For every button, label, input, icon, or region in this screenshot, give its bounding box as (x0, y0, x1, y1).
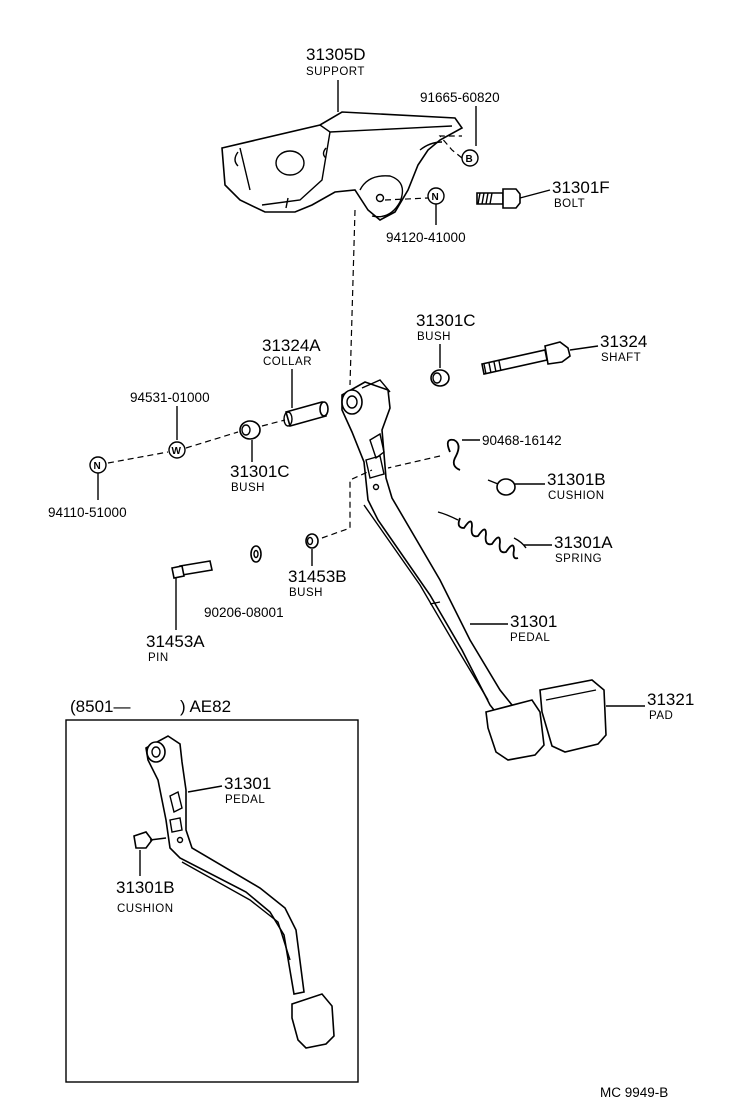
support-bracket (221, 111, 464, 221)
svg-text:90468-16142: 90468-16142 (482, 433, 562, 448)
svg-text:CUSHION: CUSHION (548, 490, 605, 502)
svg-text:PIN: PIN (148, 652, 169, 664)
bush-upper: 31301C BUSH (416, 311, 476, 387)
bolt-31301f: 31301F BOLT (476, 178, 610, 210)
svg-text:31301F: 31301F (552, 178, 610, 197)
svg-text:31453A: 31453A (146, 632, 205, 651)
pedal-label: 31301 PEDAL (470, 612, 557, 644)
svg-text:31321: 31321 (647, 690, 694, 709)
svg-text:(8501—: (8501— (70, 697, 130, 716)
bolt-91665-label: 91665-60820 B (420, 90, 500, 167)
svg-text:PAD: PAD (649, 710, 673, 722)
nut-94110-group: N 94110-51000 (48, 456, 127, 520)
svg-text:31301C: 31301C (416, 311, 476, 330)
nut-94120-group: N 94120-41000 (384, 187, 466, 245)
diagram-code: MC 9949-B (600, 1085, 668, 1100)
svg-text:BUSH: BUSH (417, 331, 451, 343)
pin: 31453A PIN (146, 560, 213, 664)
support-label: 31305D SUPPORT (306, 45, 366, 112)
svg-text:SUPPORT: SUPPORT (306, 66, 365, 78)
svg-text:W: W (172, 446, 182, 457)
bush-left: 31301C BUSH (230, 420, 290, 494)
svg-text:SPRING: SPRING (555, 553, 602, 565)
collar: 31324A COLLAR (262, 336, 329, 427)
svg-text:BUSH: BUSH (289, 587, 323, 599)
svg-text:31453B: 31453B (288, 567, 347, 586)
washer-90206: 90206-08001 (204, 545, 284, 620)
svg-text:SHAFT: SHAFT (601, 352, 641, 364)
pad: 31321 PAD (539, 679, 694, 753)
svg-text:31301B: 31301B (116, 878, 175, 897)
pedal-pin-guide (321, 469, 373, 539)
svg-text:N: N (432, 192, 439, 203)
inset-frame (65, 719, 359, 1083)
svg-text:94110-51000: 94110-51000 (48, 505, 127, 520)
shaft: 31324 SHAFT (481, 332, 647, 375)
svg-text:31305D: 31305D (306, 45, 366, 64)
svg-text:91665-60820: 91665-60820 (420, 90, 500, 105)
svg-text:94531-01000: 94531-01000 (130, 390, 210, 405)
svg-text:N: N (94, 461, 101, 472)
svg-text:31324A: 31324A (262, 336, 321, 355)
svg-text:31301B: 31301B (547, 470, 606, 489)
left-axis-guide (107, 419, 286, 464)
svg-text:31301: 31301 (510, 612, 557, 631)
support-pedal-guide (349, 209, 356, 386)
inset-ae82: (8501— ) AE82 31301 PEDAL 31301B CUSHION (65, 697, 359, 1083)
main-pedal (341, 379, 545, 761)
svg-text:COLLAR: COLLAR (263, 356, 312, 368)
svg-text:) AE82: ) AE82 (180, 697, 231, 716)
svg-text:B: B (466, 154, 473, 165)
cushion: 31301B CUSHION (487, 470, 606, 502)
svg-text:BOLT: BOLT (554, 198, 585, 210)
svg-text:31301C: 31301C (230, 462, 290, 481)
svg-text:94120-41000: 94120-41000 (386, 230, 466, 245)
svg-text:PEDAL: PEDAL (510, 632, 550, 644)
svg-text:31301: 31301 (224, 774, 271, 793)
washer-94531-group: 94531-01000 W (130, 390, 210, 459)
bush-31453b: 31453B BUSH (288, 469, 373, 599)
svg-text:BUSH: BUSH (231, 482, 265, 494)
svg-text:31324: 31324 (600, 332, 647, 351)
svg-text:90206-08001: 90206-08001 (204, 605, 284, 620)
spring: 31301A SPRING (437, 511, 613, 565)
svg-text:31301A: 31301A (554, 533, 613, 552)
svg-text:CUSHION: CUSHION (117, 903, 174, 915)
clip-90468: 90468-16142 (387, 433, 562, 471)
svg-text:PEDAL: PEDAL (225, 794, 265, 806)
